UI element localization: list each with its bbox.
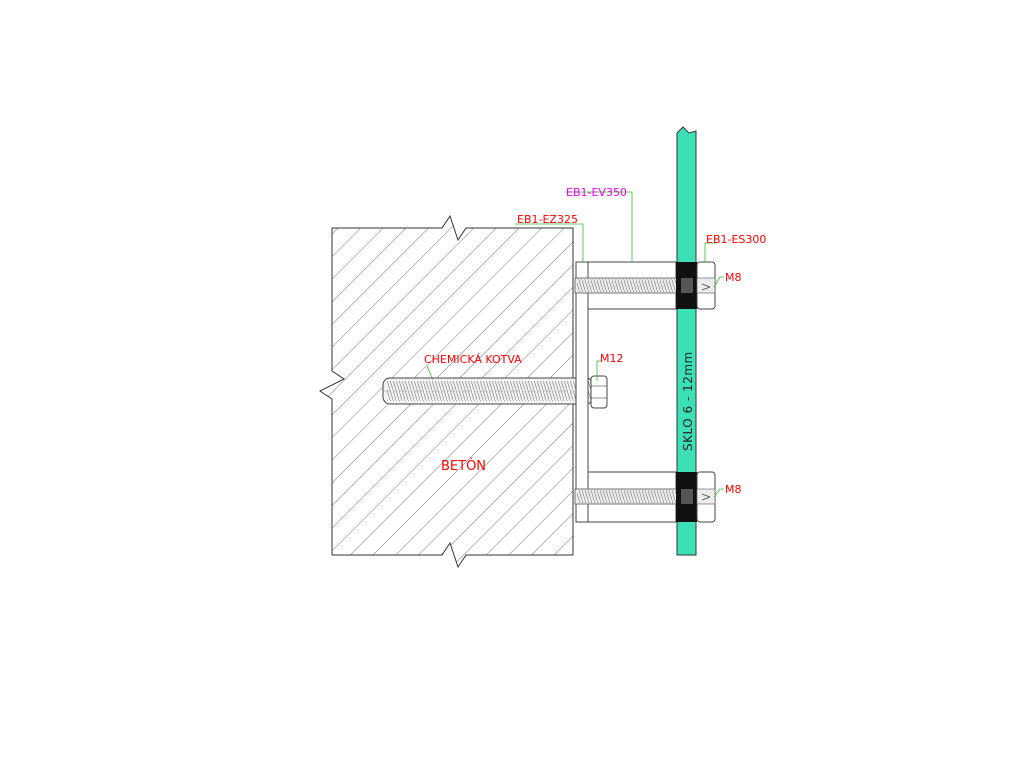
label-anchor-size: M12 <box>600 352 624 365</box>
chemical-anchor-rod <box>382 377 594 405</box>
gasket-top <box>676 262 697 309</box>
leader-spacer <box>515 223 584 262</box>
standoff-top <box>574 261 686 310</box>
leader-m12 <box>596 360 601 381</box>
label-bolt-bottom: M8 <box>725 483 742 496</box>
label-cap: EB1-ES300 <box>706 233 766 246</box>
anchor-nut <box>590 375 608 409</box>
cap-bottom <box>696 471 716 523</box>
leader-m8-bottom <box>713 488 724 498</box>
mounting-plate <box>575 261 589 523</box>
label-glass: SKLO 6 - 12mm <box>681 351 695 451</box>
standoff-bottom <box>574 471 686 523</box>
label-chemical-anchor: CHEMICKÁ KOTVA <box>424 353 522 366</box>
label-spacer: EB1-EZ325 <box>517 213 578 226</box>
label-bolt-top: M8 <box>725 271 742 284</box>
leader-cap <box>704 242 716 262</box>
leader-standoff <box>565 191 633 262</box>
gasket-bottom <box>676 472 697 522</box>
leader-m8-top <box>713 276 724 288</box>
leader-chem-anchor <box>426 365 434 381</box>
cap-top <box>696 261 716 310</box>
leader-lines <box>426 191 724 498</box>
glass-panel <box>676 126 697 556</box>
label-concrete: BETÓN <box>441 458 486 474</box>
label-standoff: EB1-EV350 <box>566 186 627 199</box>
